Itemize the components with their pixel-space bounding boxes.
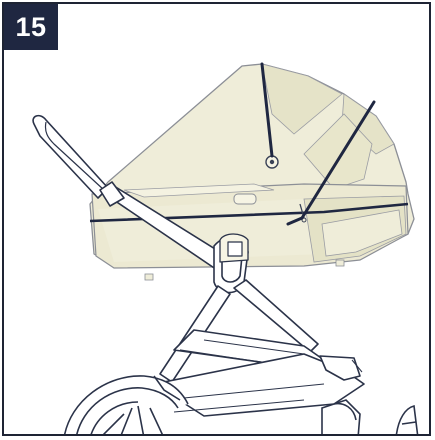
canopy-frame [260, 62, 376, 226]
front-wheel [321, 399, 419, 434]
stroller-frame [32, 114, 365, 417]
push-handle [32, 114, 109, 199]
rain-cover [89, 63, 415, 281]
front-leg [233, 279, 319, 353]
step-number-badge: 15 [4, 4, 58, 50]
pram-rain-cover-illustration [32, 62, 419, 434]
rear-wheel [64, 375, 189, 434]
instruction-panel: 15 [2, 2, 431, 436]
